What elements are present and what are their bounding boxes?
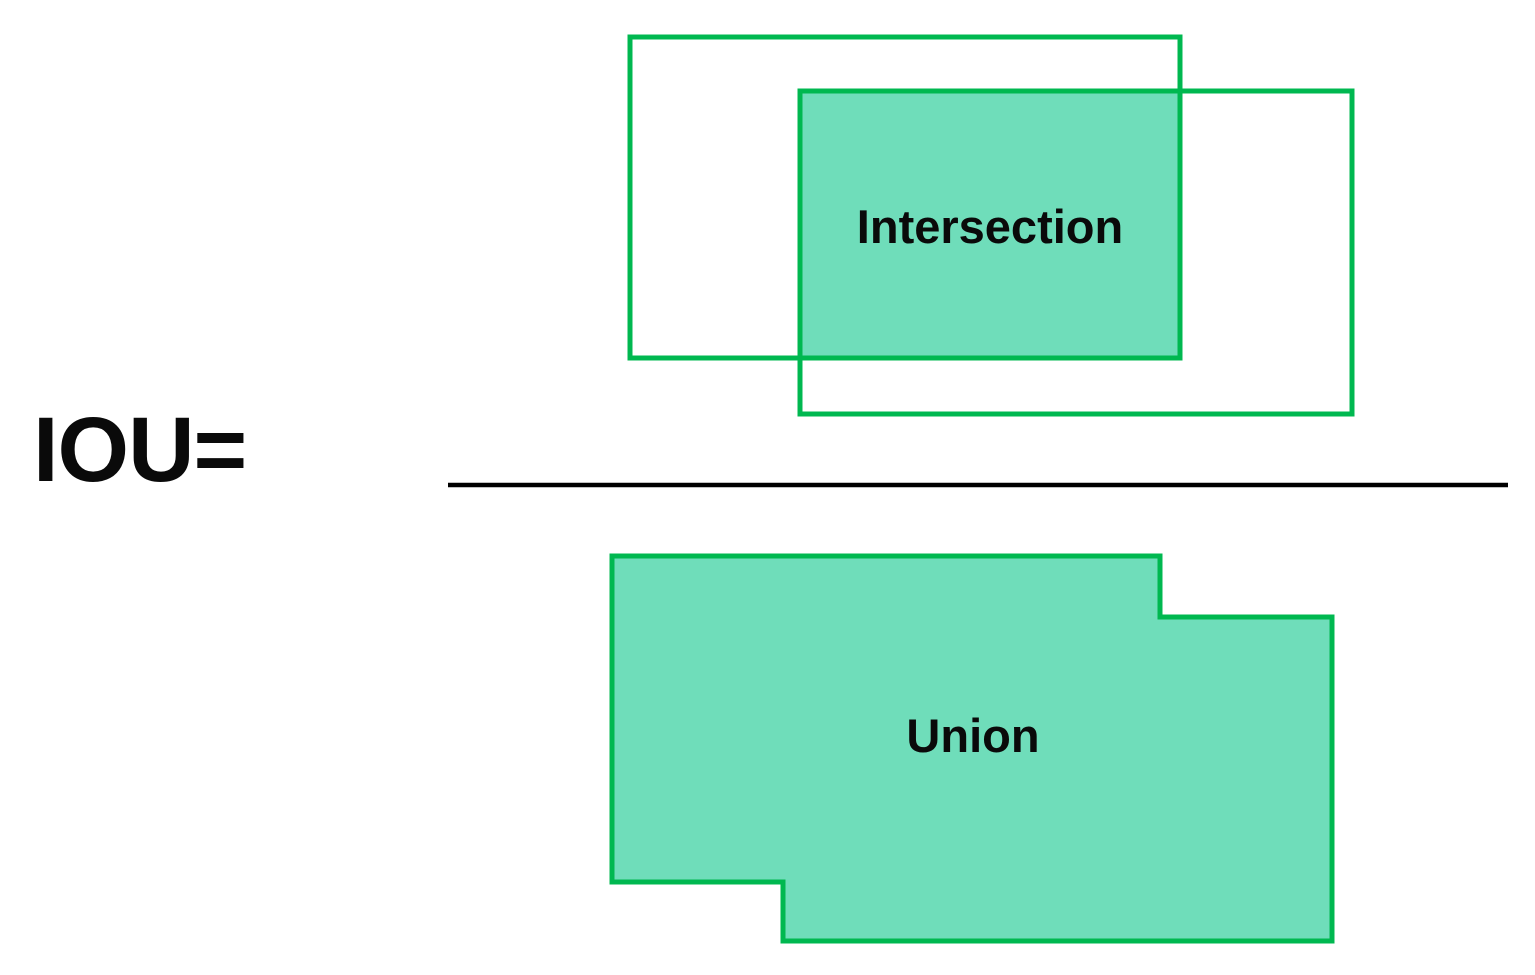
intersection-overlap-region (800, 91, 1180, 358)
intersection-group (627, 34, 1355, 417)
union-group (609, 553, 1335, 944)
union-label: Union (906, 709, 1040, 762)
iou-formula-label: IOU= (33, 399, 247, 501)
intersection-label: Intersection (856, 200, 1124, 253)
union-polygon (609, 553, 1335, 944)
intersection-overlap-outline (797, 88, 1183, 361)
